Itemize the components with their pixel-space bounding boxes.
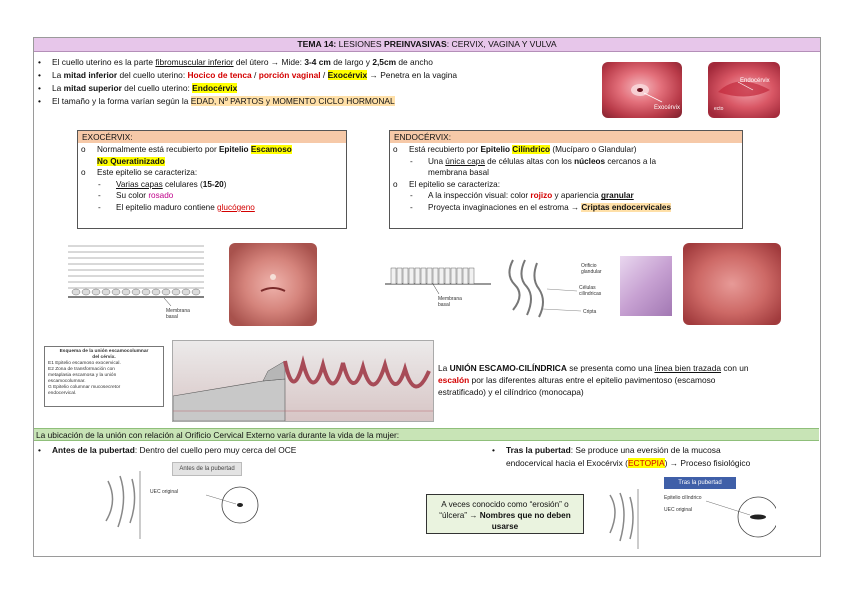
endocervix-box-heading: ENDOCÉRVIX:: [390, 131, 742, 143]
endocervical-crypt-diagram: Orificio glandular Células cilíndricas C…: [508, 259, 602, 318]
endocervix-photo: Endocérvix ecto: [708, 62, 780, 118]
endocervix-photo-label: Endocérvix: [740, 78, 770, 84]
after-puberty-label-2: UEC original: [664, 507, 692, 513]
after-puberty-banner: Tras la pubertad: [664, 477, 736, 489]
columnar-epithelium-diagram: Membrana basal: [385, 267, 491, 308]
endocervix-line-6: -Proyecta invaginaciones en el estroma →…: [410, 202, 672, 212]
exocervix-colposcopy-photo: [229, 243, 317, 326]
exocervix-line-4: -Varias capas celulares (15-20): [98, 179, 227, 189]
ecto-photo-label: ecto: [714, 106, 724, 112]
exocervix-line-2: No Queratinizado: [97, 156, 165, 166]
section-heading: La ubicación de la unión con relación al…: [34, 428, 819, 441]
intro-bullet-1: •El cuello uterino es la parte fibromusc…: [38, 57, 433, 67]
after-puberty-label-1: Epitelio cilíndrico: [664, 495, 702, 501]
before-puberty-diagram: Antes de la pubertad UEC original: [98, 461, 278, 541]
before-puberty-label: UEC original: [150, 489, 178, 495]
endocervix-colposcopy-photo: [683, 243, 781, 325]
before-puberty-bullet: •Antes de la pubertad: Dentro del cuello…: [38, 445, 297, 455]
after-puberty-line-2: endocervical hacia el Exocérvix (ECTOPIA…: [506, 458, 751, 468]
intro-bullet-2: •La mitad inferior del cuello uterino: H…: [38, 70, 458, 80]
endocervix-line-3: membrana basal: [428, 168, 489, 178]
exocervix-photo: Exocérvix: [602, 62, 682, 118]
after-puberty-diagram: Tras la pubertad Epitelio cilíndrico UEC…: [606, 477, 776, 549]
cripta-label: Cripta: [583, 309, 597, 315]
schema-legend: Esquema de la unión escamocolumnar del c…: [44, 346, 164, 407]
erosion-note: A veces conocido como “erosión” o “úlcer…: [426, 494, 584, 534]
cilindricas-label: cilíndricas: [579, 291, 602, 297]
basal-label-2: basal: [438, 302, 450, 308]
before-puberty-banner: Antes de la pubertad: [172, 462, 242, 476]
endocervix-line-2: -Una única capa de células altas con los…: [410, 156, 657, 166]
union-description: La UNIÓN ESCAMO-CILÍNDRICA se presenta c…: [438, 363, 749, 397]
exocervix-line-6: -El epitelio maduro contiene glucógeno: [98, 202, 255, 212]
histology-photo: [620, 256, 672, 316]
membrana-label-2: Membrana: [438, 296, 462, 302]
exocervix-box-heading: EXOCÉRVIX:: [78, 131, 346, 143]
orificio-label: Orificio: [581, 263, 597, 269]
page-frame: [33, 37, 821, 557]
squamocolumnar-junction-diagram: [172, 340, 434, 422]
exocervix-line-5: -Su color rosado: [98, 191, 174, 201]
endocervix-line-5: -A la inspección visual: color rojizo y …: [410, 191, 634, 201]
exocervix-photo-label: Exocérvix: [654, 105, 680, 111]
membrana-label-1: Membrana: [166, 308, 190, 314]
intro-bullet-4: •El tamaño y la forma varían según la ED…: [38, 96, 395, 106]
intro-bullet-3: •La mitad superior del cuello uterino: E…: [38, 83, 238, 93]
after-puberty-bullet: •Tras la pubertad: Se produce una eversi…: [492, 445, 721, 455]
celulas-label: Células: [579, 285, 596, 291]
squamous-epithelium-diagram: Membrana basal: [68, 245, 204, 320]
glandular-label: glandular: [581, 269, 602, 275]
basal-label-1: basal: [166, 314, 178, 320]
page-title: TEMA 14: LESIONES PREINVASIVAS: CERVIX, …: [34, 38, 820, 52]
